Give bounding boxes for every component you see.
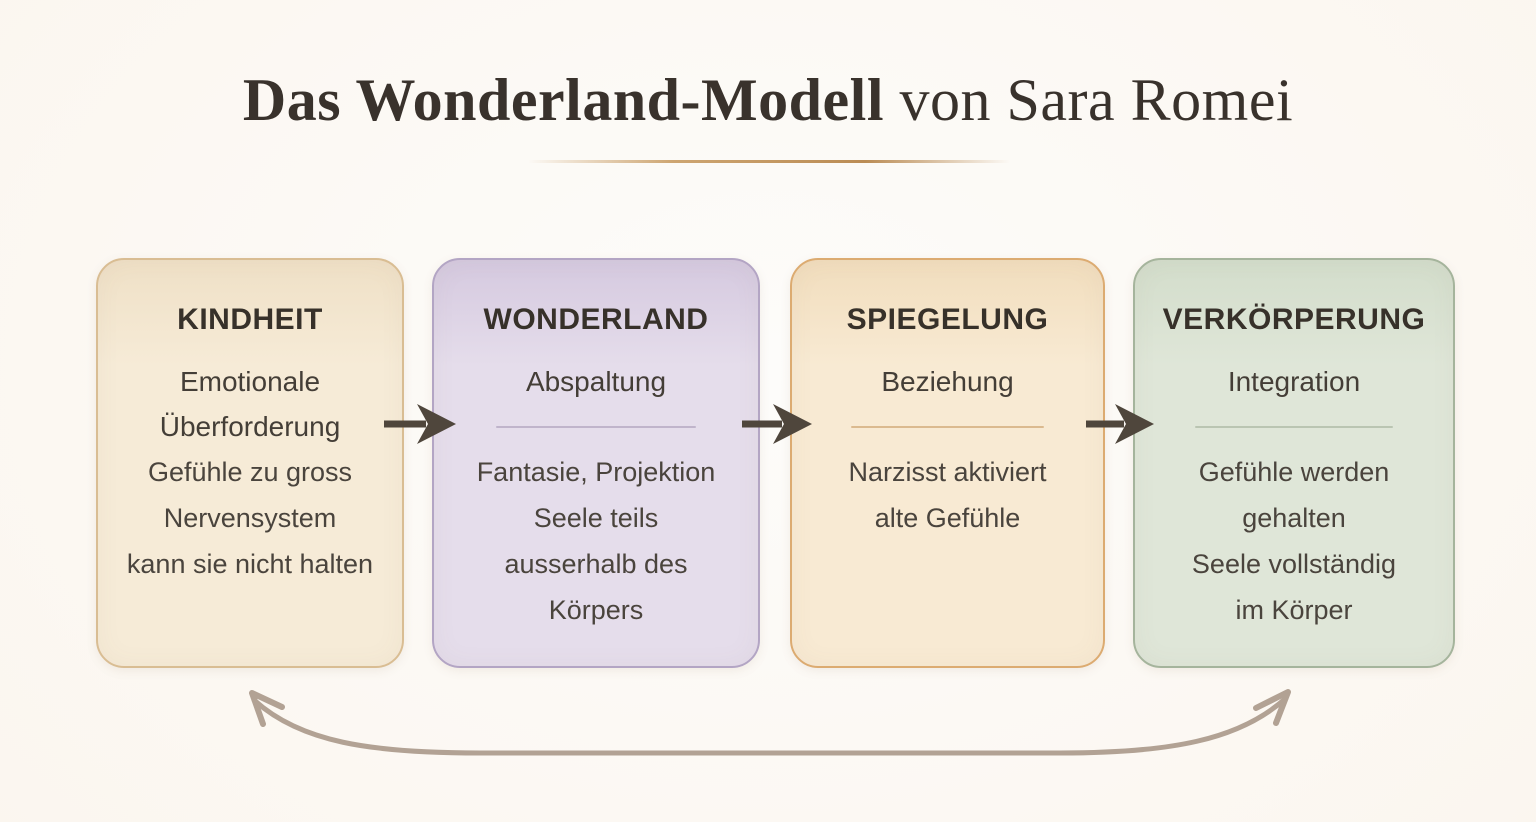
stage-card-spiegelung: SPIEGELUNG Beziehung Narzisst aktiviert … <box>790 258 1105 668</box>
stage-divider-rule <box>495 425 697 428</box>
feedback-loop-arrow-icon <box>249 689 1291 756</box>
stage-subtitle: Beziehung <box>792 359 1103 404</box>
stage-body-line: gehalten <box>1242 503 1346 533</box>
stage-body: Gefühle zu gross Nervensystem kann sie n… <box>98 449 402 587</box>
stage-body-line: Nervensystem <box>163 503 337 533</box>
stage-body-line: Seele teils <box>533 503 659 533</box>
stage-title: VERKÖRPERUNG <box>1162 303 1426 336</box>
stage-body: Gefühle werden gehalten Seele vollständi… <box>1135 449 1453 633</box>
stage-body-line: ausserhalb des <box>504 549 688 579</box>
stage-card-wonderland: WONDERLAND Abspaltung Fantasie, Projekti… <box>432 258 760 668</box>
stage-body: Fantasie, Projektion Seele teils ausserh… <box>434 449 758 633</box>
stage-body-line: alte Gefühle <box>874 503 1021 533</box>
stage-body: Narzisst aktiviert alte Gefühle <box>792 449 1103 541</box>
stage-subtitle: Integration <box>1135 359 1453 404</box>
stage-body-line: Gefühle zu gross <box>147 457 353 487</box>
stage-body-line: Gefühle werden <box>1198 457 1390 487</box>
stage-divider <box>792 404 1103 449</box>
stage-body-line: im Körper <box>1235 595 1353 625</box>
stage-divider-rule <box>851 425 1044 428</box>
stage-title: KINDHEIT <box>177 303 323 336</box>
stage-title: SPIEGELUNG <box>846 303 1049 336</box>
stage-subtitle-line: Integration <box>1227 366 1361 397</box>
page-title-emphasis: Das Wonderland-Modell <box>242 67 885 133</box>
stage-divider-rule <box>1195 425 1393 428</box>
stage-card-verkoerperung: VERKÖRPERUNG Integration Gefühle werden … <box>1133 258 1455 668</box>
stage-body-line: kann sie nicht halten <box>126 549 374 579</box>
stage-card-kindheit: KINDHEIT Emotionale Überforderung Gefühl… <box>96 258 404 668</box>
title-divider-line <box>528 160 1010 163</box>
stage-subtitle: Abspaltung <box>434 359 758 404</box>
stage-subtitle-line: Beziehung <box>881 366 1014 397</box>
stage-subtitle: Emotionale Überforderung <box>98 359 402 449</box>
stage-body-line: Narzisst aktiviert <box>848 457 1047 487</box>
stage-divider <box>1135 404 1453 449</box>
stage-body-line: Fantasie, Projektion <box>476 457 716 487</box>
stage-subtitle-line: Abspaltung <box>525 366 667 397</box>
page-title-author: von Sara Romei <box>884 67 1294 133</box>
stage-title: WONDERLAND <box>483 303 709 336</box>
stage-body-line: Körpers <box>548 595 644 625</box>
page-title: Das Wonderland-Modell von Sara Romei <box>0 56 1536 144</box>
stage-body-line: Seele vollständig <box>1191 549 1397 579</box>
stage-subtitle-line: Überforderung <box>159 411 341 442</box>
stage-subtitle-line: Emotionale <box>179 366 321 397</box>
stage-divider <box>434 404 758 449</box>
